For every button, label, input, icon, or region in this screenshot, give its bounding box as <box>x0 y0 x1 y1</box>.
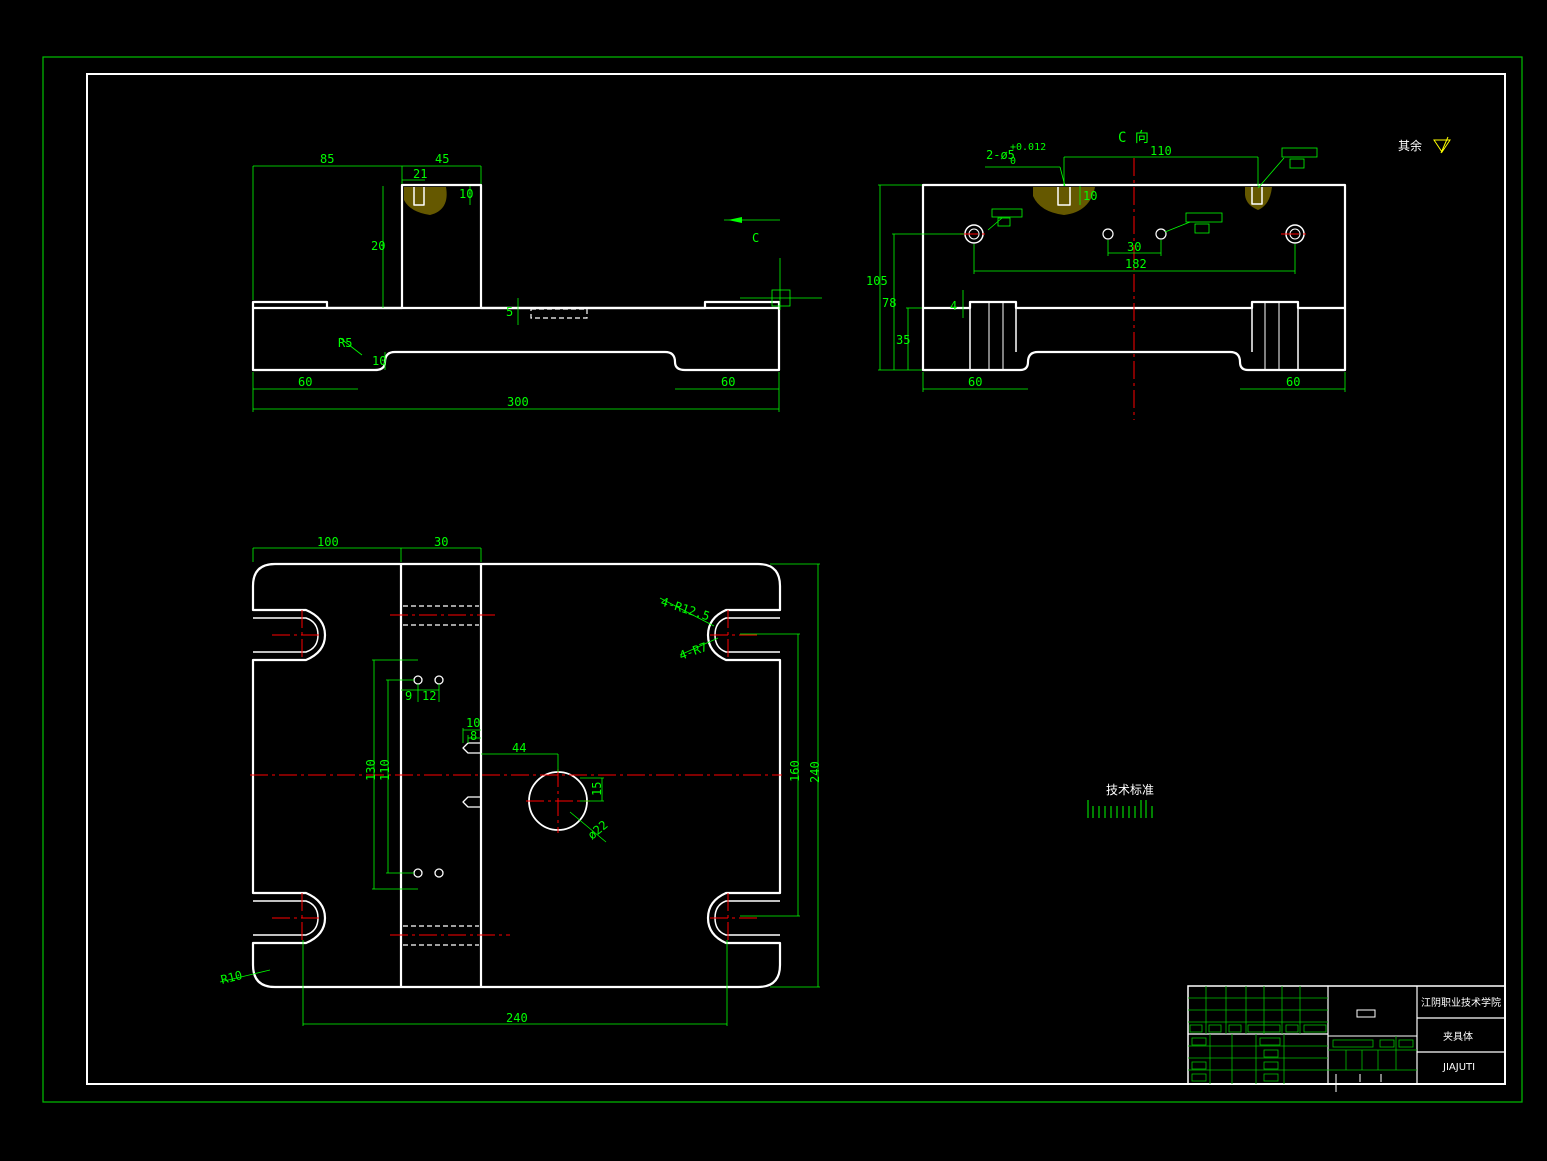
dim-side-110: 110 <box>1150 144 1172 158</box>
dim-plan-4-r12-5: 4-R12.5 <box>659 595 711 624</box>
dim-front-10b: 10 <box>372 354 386 368</box>
hole-tol-upper: +0.012 <box>1010 142 1046 153</box>
dim-plan-15: 15 <box>590 782 604 796</box>
dim-front-300: 300 <box>507 395 529 409</box>
drawing-frame <box>86 73 1506 1085</box>
title-block: 江阴职业技术学院 夹具体 JIAJUTI <box>1187 985 1506 1092</box>
dim-plan-30: 30 <box>434 535 448 549</box>
dim-front-60-right: 60 <box>721 375 735 389</box>
roughness-symbol-icon <box>1433 136 1451 154</box>
dim-side-105: 105 <box>866 274 888 288</box>
plan-view: 100 30 4-R12.5 4-R7 9 12 10 8 44 130 110… <box>219 535 822 1026</box>
dim-front-5: 5 <box>506 305 513 319</box>
dim-plan-10: 10 <box>466 716 480 730</box>
hole-tol-lower: 0 <box>1010 156 1016 167</box>
dim-front-21: 21 <box>413 167 427 181</box>
dim-plan-9: 9 <box>405 689 412 703</box>
hole-spec: 2-ø5 <box>986 148 1015 162</box>
dim-front-20: 20 <box>371 239 385 253</box>
section-label-c: C <box>752 231 759 245</box>
dim-side-60-left: 60 <box>968 375 982 389</box>
sheet-border <box>42 56 1523 1103</box>
dim-plan-110: 110 <box>378 759 392 781</box>
dim-plan-dia-22: ø22 <box>585 818 611 843</box>
dim-plan-100: 100 <box>317 535 339 549</box>
front-view: 85 45 21 10 20 5 R5 10 60 60 300 C <box>251 152 822 412</box>
dim-side-4: 4 <box>950 299 957 313</box>
dim-side-60-right: 60 <box>1286 375 1300 389</box>
dim-side-30: 30 <box>1127 240 1141 254</box>
dim-plan-130: 130 <box>364 759 378 781</box>
tech-requirements-text <box>1087 800 1153 818</box>
dim-plan-r10: R10 <box>219 968 243 987</box>
dim-plan-8: 8 <box>470 729 477 743</box>
dim-side-182: 182 <box>1125 257 1147 271</box>
dim-plan-240-height: 240 <box>808 761 822 783</box>
side-view-title: C 向 <box>1118 130 1149 146</box>
dim-plan-160: 160 <box>788 760 802 782</box>
dim-front-85: 85 <box>320 152 334 166</box>
tech-requirements-title: 技术标准 <box>1106 783 1154 797</box>
side-view: C 向 2-ø5 +0.012 0 110 10 30 182 105 78 3… <box>866 130 1347 420</box>
title-block-school: 江阴职业技术学院 <box>1421 996 1501 1009</box>
dim-plan-4-r7: 4-R7 <box>677 640 709 663</box>
dim-front-45: 45 <box>435 152 449 166</box>
dim-plan-12: 12 <box>422 689 436 703</box>
dim-side-10: 10 <box>1083 189 1097 203</box>
title-block-part-name: 夹具体 <box>1443 1030 1473 1043</box>
dim-front-10: 10 <box>459 187 473 201</box>
dim-plan-240-width: 240 <box>506 1011 528 1025</box>
title-block-drawing-no: JIAJUTI <box>1442 1062 1475 1073</box>
dim-front-60-left: 60 <box>298 375 312 389</box>
dim-front-r5: R5 <box>338 336 352 350</box>
dim-plan-44: 44 <box>512 741 526 755</box>
dim-side-35: 35 <box>896 333 910 347</box>
dim-side-78: 78 <box>882 296 896 310</box>
roughness-note: 其余 <box>1398 138 1422 153</box>
